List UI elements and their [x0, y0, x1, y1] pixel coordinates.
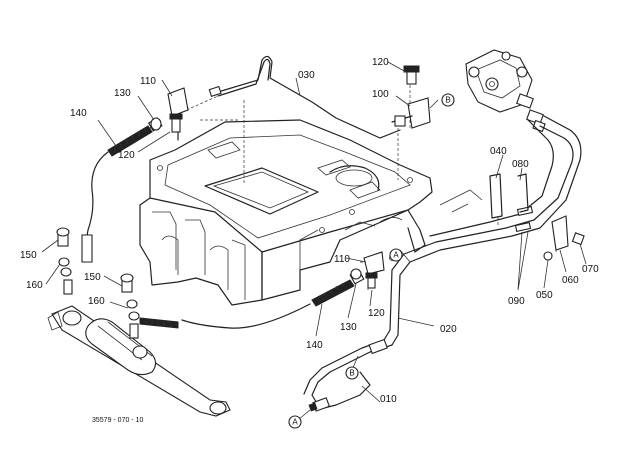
part-label-120-lower: 120: [368, 308, 385, 319]
part-label-070: 070: [582, 264, 599, 275]
marker-a-mid-letter: A: [393, 251, 399, 260]
part-label-080: 080: [512, 159, 529, 170]
part-label-160-right: 160: [88, 296, 105, 307]
connector-markers: B A B A: [288, 93, 455, 429]
part-label-120-top-right: 120: [372, 57, 389, 68]
part-label-060: 060: [562, 275, 579, 286]
part-label-130-lower: 130: [340, 322, 357, 333]
part-label-030: 030: [298, 70, 315, 81]
part-label-150-right: 150: [84, 272, 101, 283]
control-valve: [465, 49, 546, 133]
marker-a-mid: [389, 248, 403, 262]
hose-140-lower: [139, 251, 385, 329]
part-label-160-left: 160: [26, 280, 43, 291]
part-label-110-lower: 110: [334, 254, 350, 265]
part-label-150-left: 150: [20, 250, 37, 261]
clamp-cluster-top-right: [391, 65, 431, 129]
part-label-140-lower: 140: [306, 340, 323, 351]
marker-b-lower: [345, 366, 359, 380]
marker-b-top-letter: B: [445, 96, 450, 105]
marker-a-lower-letter: A: [292, 418, 298, 427]
pipes-080-090: [383, 115, 585, 346]
pipes-010-020: [303, 338, 393, 412]
hydraulic-cylinder: [47, 227, 231, 417]
pipe-030: [208, 55, 401, 139]
drawing-code: 35579 - 070 - 10: [92, 417, 143, 424]
part-label-010: 010: [380, 394, 397, 405]
leader-lines: [41, 61, 587, 421]
part-label-130-top: 130: [114, 88, 131, 99]
part-label-020: 020: [440, 324, 457, 335]
marker-b-top: [441, 93, 455, 107]
part-label-140-top: 140: [70, 108, 87, 119]
marker-a-lower: [288, 415, 302, 429]
part-label-100: 100: [372, 89, 389, 100]
marker-b-lower-letter: B: [349, 369, 354, 378]
part-label-090: 090: [508, 296, 525, 307]
part-label-050: 050: [536, 290, 553, 301]
part-label-040: 040: [490, 146, 507, 157]
transmission-housing: [139, 119, 433, 306]
clamp-cluster-top-left: [150, 87, 189, 141]
part-number-labels: 010 020 030 040 050 060 070 080 090 100 …: [20, 57, 599, 405]
part-label-110-top: 110: [140, 76, 156, 87]
part-label-120-top-left: 120: [118, 150, 135, 161]
